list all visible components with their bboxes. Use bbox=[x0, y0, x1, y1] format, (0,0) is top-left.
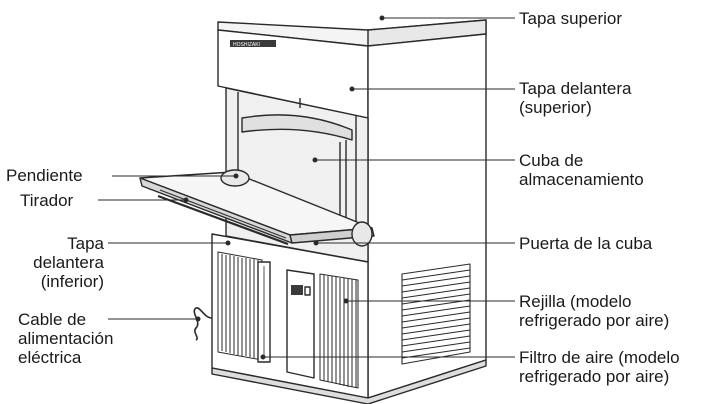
leader-top-lid bbox=[379, 15, 515, 21]
leader-power-cord bbox=[108, 316, 201, 322]
front-louver-right bbox=[319, 273, 359, 389]
label-top-lid-line1: Tapa superior bbox=[519, 9, 623, 28]
label-storage-bin-line2: almacenamiento bbox=[519, 170, 644, 189]
leader-front-cover-upper bbox=[349, 86, 515, 92]
label-front-cover-lower-line3: (inferior) bbox=[40, 272, 104, 291]
label-storage-bin: Cuba de almacenamiento bbox=[519, 151, 644, 189]
label-air-filter-line2: refrigerado por aire) bbox=[519, 367, 670, 386]
leader-air-filter bbox=[260, 354, 515, 360]
label-air-filter: Filtro de aire (modelo refrigerado por a… bbox=[519, 348, 680, 386]
leader-front-cover-lower bbox=[108, 240, 231, 246]
front-louver-left bbox=[217, 251, 263, 361]
label-louver: Rejilla (modelo refrigerado por aire) bbox=[519, 292, 669, 330]
label-bin-door-line1: Puerta de la cuba bbox=[519, 234, 653, 253]
label-front-cover-lower-line1: Tapa bbox=[67, 234, 104, 253]
label-front-cover-lower-line2: delantera bbox=[33, 253, 104, 272]
power-cord bbox=[193, 307, 213, 341]
label-louver-line1: Rejilla (modelo bbox=[519, 292, 632, 311]
base bbox=[211, 359, 487, 404]
air-filter bbox=[257, 261, 271, 363]
side-louver bbox=[401, 263, 471, 365]
control-panel bbox=[286, 269, 315, 379]
label-air-filter-line1: Filtro de aire (modelo bbox=[519, 348, 680, 367]
label-front-cover-upper-line1: Tapa delantera bbox=[519, 79, 632, 98]
label-slope-line1: Pendiente bbox=[6, 166, 83, 185]
leader-louver bbox=[343, 298, 515, 304]
leader-storage-bin bbox=[312, 157, 515, 163]
label-power-cord-line1: Cable de bbox=[18, 310, 87, 329]
leader-slope bbox=[112, 173, 239, 179]
label-power-cord: Cable de alimentación eléctrica bbox=[18, 310, 113, 367]
bin-door bbox=[139, 169, 375, 247]
leader-bin-door bbox=[313, 240, 515, 246]
label-top-lid: Tapa superior bbox=[519, 9, 622, 28]
label-front-cover-upper-line2: (superior) bbox=[519, 98, 592, 117]
label-louver-line2: refrigerado por aire) bbox=[519, 311, 670, 330]
label-power-cord-line3: eléctrica bbox=[18, 348, 82, 367]
label-power-cord-line2: alimentación bbox=[18, 329, 114, 348]
label-slope: Pendiente bbox=[6, 166, 83, 185]
svg-text:HOSHIZAKI: HOSHIZAKI bbox=[233, 42, 260, 48]
label-front-cover-lower: Tapa delantera (inferior) bbox=[14, 234, 104, 291]
label-bin-door: Puerta de la cuba bbox=[519, 234, 652, 253]
label-front-cover-upper: Tapa delantera (superior) bbox=[519, 79, 631, 117]
label-storage-bin-line1: Cuba de bbox=[519, 151, 584, 170]
leader-handle bbox=[98, 197, 189, 203]
label-handle: Tirador bbox=[20, 191, 73, 210]
label-handle-line1: Tirador bbox=[20, 191, 74, 210]
